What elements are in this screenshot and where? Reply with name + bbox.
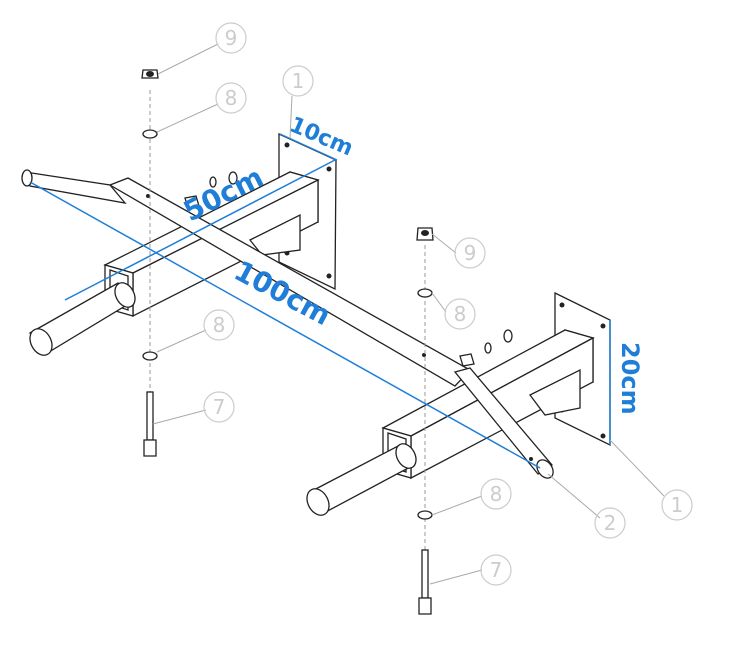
svg-text:7: 7	[490, 558, 503, 582]
callout-leaders	[152, 43, 665, 585]
callout-1-bottom: 1	[661, 489, 693, 521]
callout-9-left: 9	[215, 22, 247, 54]
callout-9-right: 9	[454, 237, 486, 269]
callout-1-top: 1	[282, 65, 314, 97]
washer-left-bottom	[142, 351, 158, 361]
bolt-right	[418, 549, 432, 615]
dim-line-50cm	[64, 159, 336, 301]
callout-8-right-bottom: 8	[480, 478, 512, 510]
callout-8-left-bottom: 8	[203, 309, 235, 341]
svg-text:8: 8	[490, 482, 503, 506]
svg-text:1: 1	[671, 493, 684, 517]
small-hardware-lower	[459, 329, 513, 367]
dim-label-20cm: 20cm	[616, 342, 644, 415]
small-hardware-upper	[184, 171, 238, 209]
washer-right-bottom	[417, 510, 433, 520]
fastener-stack-right	[416, 227, 434, 615]
svg-text:8: 8	[225, 86, 238, 110]
callout-2: 2	[594, 507, 626, 539]
svg-text:9: 9	[464, 241, 477, 265]
nut-right	[416, 227, 434, 241]
dim-line-100cm	[29, 181, 541, 469]
svg-text:7: 7	[213, 395, 226, 419]
callout-7-left: 7	[203, 391, 235, 423]
handle-grip-left	[29, 282, 136, 356]
callout-8-right-top: 8	[444, 298, 476, 330]
callout-7-right: 7	[480, 554, 512, 586]
dimension-lines	[29, 133, 611, 469]
svg-text:9: 9	[225, 26, 238, 50]
washer-right-top	[417, 288, 433, 298]
svg-text:8: 8	[454, 302, 467, 326]
wall-bracket-lower	[381, 291, 611, 480]
svg-text:2: 2	[604, 511, 617, 535]
dim-line-10cm	[279, 133, 338, 161]
svg-text:8: 8	[213, 313, 226, 337]
handle-grip-right	[306, 443, 417, 516]
callout-8-left-top: 8	[215, 82, 247, 114]
fastener-stack-left	[141, 69, 159, 457]
svg-text:1: 1	[292, 69, 305, 93]
washer-left-top	[142, 129, 158, 139]
bolt-left	[143, 391, 157, 457]
nut-left	[141, 69, 159, 79]
